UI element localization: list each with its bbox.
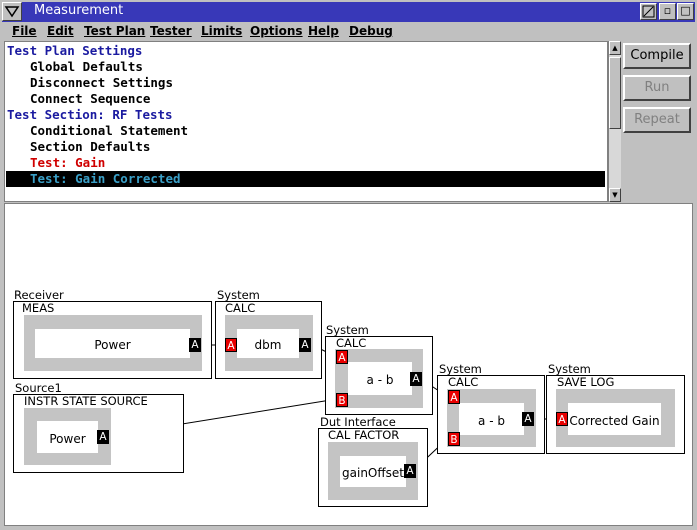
- block-name: Power: [37, 421, 98, 453]
- list-item-selected[interactable]: Test: Gain Corrected: [6, 171, 605, 187]
- input-port-a[interactable]: A: [336, 350, 348, 364]
- list-item[interactable]: Test: Gain: [30, 155, 106, 170]
- input-port-a[interactable]: A: [225, 338, 237, 352]
- block-category-label: Receiver: [14, 288, 64, 302]
- menu-test-plan[interactable]: Test Plan: [84, 24, 146, 38]
- minimize-icon[interactable]: ▫: [659, 3, 676, 20]
- block-name: gainOffset: [340, 456, 406, 487]
- block-name: Corrected Gain: [568, 403, 661, 435]
- window-menu-icon[interactable]: [2, 2, 22, 21]
- menu-edit[interactable]: Edit: [47, 24, 74, 38]
- resize-icon[interactable]: [640, 3, 657, 20]
- list-scrollbar[interactable]: ▲ ▼: [608, 41, 621, 202]
- input-port-a[interactable]: A: [556, 412, 568, 426]
- title-bar[interactable]: [2, 2, 695, 23]
- block-category-label: Dut Interface: [320, 415, 396, 429]
- maximize-icon[interactable]: □: [677, 3, 694, 20]
- block-name: dbm: [237, 329, 299, 358]
- output-port-a[interactable]: A: [97, 430, 109, 444]
- block-type-label: SAVE LOG: [557, 375, 615, 389]
- block-type-label: MEAS: [22, 301, 55, 315]
- block-category-label: System: [439, 362, 482, 376]
- menu-limits[interactable]: Limits: [201, 24, 243, 38]
- menu-debug[interactable]: Debug: [349, 24, 393, 38]
- input-port-a[interactable]: A: [448, 390, 460, 404]
- block-name: Power: [35, 329, 190, 358]
- menu-bar: File Edit Test Plan Tester Limits Option…: [2, 22, 695, 42]
- output-port-a[interactable]: A: [522, 412, 534, 426]
- block-type-label: CAL FACTOR: [328, 428, 400, 442]
- list-item[interactable]: Test Plan Settings: [7, 43, 143, 58]
- block-category-label: System: [548, 362, 591, 376]
- resize-glyph: [642, 5, 655, 18]
- output-port-a[interactable]: A: [299, 338, 311, 352]
- output-port-a[interactable]: A: [189, 338, 201, 352]
- block-type-label: CALC: [336, 336, 367, 350]
- list-item[interactable]: Connect Sequence: [30, 91, 151, 106]
- compile-button[interactable]: Compile: [623, 43, 691, 69]
- block-name: a - b: [348, 362, 412, 395]
- menu-tester[interactable]: Tester: [150, 24, 192, 38]
- scroll-down-icon[interactable]: ▼: [609, 188, 621, 202]
- test-plan-list[interactable]: Test Plan Settings Global Defaults Disco…: [4, 41, 608, 202]
- menu-help[interactable]: Help: [308, 24, 339, 38]
- block-category-label: System: [326, 323, 369, 337]
- scroll-up-icon[interactable]: ▲: [609, 41, 621, 55]
- block-type-label: CALC: [448, 375, 479, 389]
- scroll-thumb[interactable]: [609, 57, 621, 129]
- menu-options[interactable]: Options: [250, 24, 303, 38]
- input-port-b[interactable]: B: [448, 432, 460, 446]
- run-button[interactable]: Run: [623, 75, 691, 101]
- list-item[interactable]: Disconnect Settings: [30, 75, 173, 90]
- repeat-button[interactable]: Repeat: [623, 107, 691, 133]
- output-port-a[interactable]: A: [410, 372, 422, 386]
- block-category-label: Source1: [15, 381, 62, 395]
- output-port-a[interactable]: A: [404, 464, 416, 478]
- block-type-label: INSTR STATE SOURCE: [24, 394, 148, 408]
- block-type-label: CALC: [225, 301, 256, 315]
- menu-file[interactable]: File: [12, 24, 37, 38]
- window-title: Measurement: [34, 3, 124, 18]
- list-item[interactable]: Conditional Statement: [30, 123, 189, 138]
- block-category-label: System: [217, 288, 260, 302]
- block-name: a - b: [459, 403, 524, 435]
- window-menu-glyph: [4, 6, 20, 18]
- input-port-b[interactable]: B: [336, 393, 348, 407]
- list-item[interactable]: Section Defaults: [30, 139, 151, 154]
- list-item[interactable]: Test Section: RF Tests: [7, 107, 173, 122]
- list-item[interactable]: Global Defaults: [30, 59, 143, 74]
